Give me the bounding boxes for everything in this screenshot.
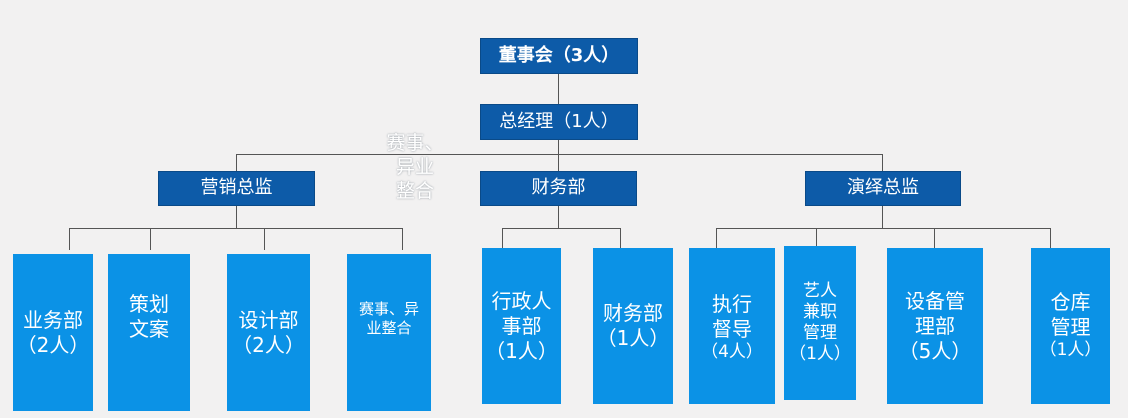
- general-manager-box: 总经理（1人）: [480, 104, 638, 140]
- connector-to-equipment: [934, 228, 935, 248]
- marketing-director-box: 营销总监: [158, 171, 315, 206]
- dept-line: 管理: [1050, 315, 1091, 340]
- performance-director-box: 演绎总监: [805, 171, 961, 206]
- equipment-dept-box: 设备管 理部 （5人）: [887, 248, 983, 404]
- design-dept-box: 设计部 （2人）: [227, 254, 310, 411]
- admin-hr-dept-box: 行政人 事部 （1人）: [482, 248, 561, 404]
- dept-line: 业务部: [23, 307, 83, 332]
- connector-performance-bus: [716, 228, 1051, 229]
- dept-line: 设计部: [238, 307, 299, 332]
- dept-line: 策划: [129, 292, 169, 316]
- connector-finance-down: [558, 206, 559, 228]
- connector-to-events: [402, 228, 403, 250]
- connector-top-bus: [236, 154, 883, 155]
- dept-line: 管理: [803, 323, 837, 343]
- dept-line: 兼职: [803, 301, 837, 322]
- marketing-director-label: 营销总监: [200, 177, 273, 199]
- performance-director-label: 演绎总监: [847, 177, 919, 199]
- connector-to-marketing: [236, 154, 237, 171]
- dept-line: 理部: [915, 313, 955, 338]
- dept-line: 艺人: [803, 280, 837, 301]
- dept-line: （4人）: [701, 342, 763, 363]
- dept-line: （1人）: [1039, 340, 1102, 361]
- dept-line: 文案: [129, 317, 169, 341]
- connector-performance-down: [882, 206, 883, 228]
- connector-to-finance-dept: [620, 228, 621, 248]
- connector-to-artists: [816, 228, 817, 246]
- planning-dept-box: 策划 文案: [108, 254, 190, 411]
- connector-gm-bus: [558, 140, 559, 154]
- dept-line: 赛事、异: [358, 300, 419, 318]
- dept-line: 执行: [712, 292, 752, 317]
- events-dept-box: 赛事、异 业整合: [347, 254, 431, 411]
- overlay-text: 赛事、 异业 整合: [384, 132, 446, 203]
- warehouse-dept-box: 仓库 管理 （1人）: [1031, 248, 1110, 404]
- connector-finance-bus: [502, 228, 620, 229]
- dept-line: 督导: [712, 317, 752, 342]
- connector-to-planning: [150, 228, 151, 250]
- connector-to-supervision: [716, 228, 717, 248]
- overlay-line: 整合: [395, 179, 434, 202]
- board-label: 董事会（3人）: [498, 44, 620, 66]
- general-manager-label: 总经理（1人）: [499, 110, 619, 132]
- dept-line: （1人）: [485, 338, 558, 363]
- dept-line: 财务部: [603, 301, 663, 325]
- dept-line: （2人）: [16, 332, 90, 357]
- finance-director-box: 财务部: [480, 171, 637, 206]
- board-box: 董事会（3人）: [480, 38, 638, 74]
- dept-line: 事部: [501, 313, 542, 338]
- connector-to-warehouse: [1050, 228, 1051, 248]
- connector-marketing-bus: [69, 228, 403, 229]
- dept-line: （5人）: [898, 338, 972, 363]
- finance-dept-box: 财务部 （1人）: [593, 248, 673, 404]
- connector-to-finance: [558, 154, 559, 171]
- connector-to-performance: [882, 154, 883, 171]
- supervision-dept-box: 执行 督导 （4人）: [689, 248, 775, 404]
- artists-dept-box: 艺人 兼职 管理 （1人）: [784, 246, 856, 400]
- connector-to-design: [264, 228, 265, 250]
- connector-marketing-down: [236, 206, 237, 228]
- connector-board-gm: [558, 74, 559, 104]
- dept-line: 设备管: [905, 288, 965, 313]
- overlay-line: 赛事、: [386, 132, 444, 154]
- dept-line: 业整合: [366, 318, 412, 337]
- dept-line: （1人）: [596, 326, 670, 350]
- business-dept-box: 业务部 （2人）: [13, 254, 93, 411]
- connector-to-business: [69, 228, 70, 250]
- dept-line: （1人）: [789, 344, 851, 365]
- overlay-line: 异业: [395, 155, 434, 178]
- dept-line: 行政人: [491, 288, 552, 313]
- finance-director-label: 财务部: [531, 177, 586, 199]
- connector-to-admin-hr: [502, 228, 503, 248]
- dept-line: 仓库: [1050, 290, 1091, 315]
- dept-line: （2人）: [232, 332, 305, 357]
